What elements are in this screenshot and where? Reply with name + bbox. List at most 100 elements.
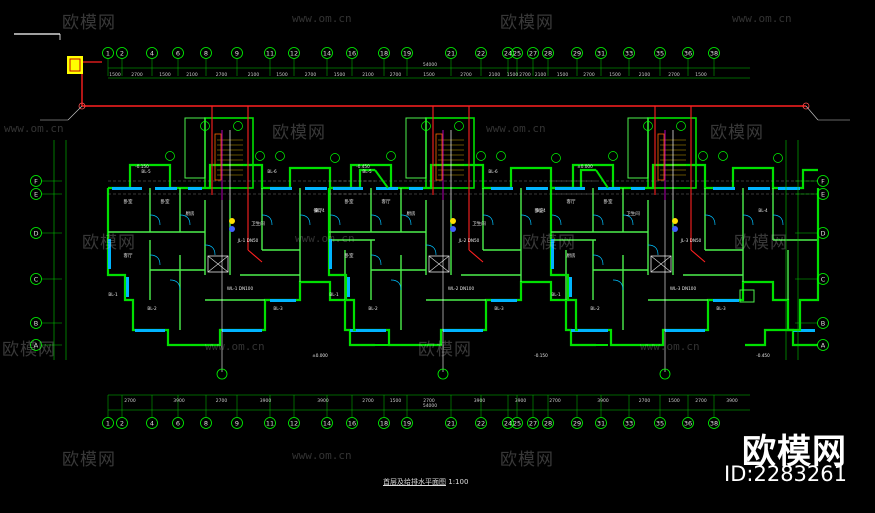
- dim-text-bottom: 1500: [390, 398, 402, 404]
- door-swing: [592, 214, 604, 226]
- pipe-leader: [67, 105, 83, 121]
- grid-bubble-top: [542, 47, 554, 59]
- pipe-tag-bubble: [165, 151, 175, 161]
- grid-bubble-bottom: [321, 417, 333, 429]
- grid-label-top: 12: [290, 50, 298, 58]
- pipe-tag-bubble: [275, 151, 285, 161]
- pipe-note: JL-3 DN50: [680, 238, 702, 243]
- grid-bubble-bottom: [623, 417, 635, 429]
- window-label: BL-3: [716, 306, 726, 311]
- watermark-url: www.om.cn: [732, 12, 792, 25]
- grid-bubble-bottom: [401, 417, 413, 429]
- pipe-tag-bubble: [496, 151, 506, 161]
- watermark-url: www.om.cn: [486, 122, 546, 135]
- grid-bubble-bottom: [102, 417, 114, 429]
- dim-text-top: 2100: [362, 72, 374, 78]
- grid-bubble-bottom: [146, 417, 158, 429]
- window: [555, 187, 585, 190]
- elevation-mark: -0.150: [135, 164, 149, 169]
- window-label: BL-1: [329, 292, 339, 297]
- door-swing: [204, 244, 216, 256]
- balcony-box: [739, 289, 755, 303]
- dim-text-top: 1500: [695, 72, 707, 78]
- grid-label-bottom: 38: [710, 420, 718, 428]
- door-swing: [704, 214, 716, 226]
- building-unit: [106, 106, 375, 380]
- fixture-node: [672, 218, 678, 224]
- room-label: 厨房: [567, 252, 576, 259]
- dim-text-bottom: 2700: [362, 398, 374, 404]
- pipe-tag-bubble: [643, 121, 653, 131]
- grid-label-top: 25: [513, 50, 521, 58]
- lift-box: [207, 255, 229, 273]
- room-label: 厨房: [407, 210, 416, 217]
- dim-text-bottom: 2700: [549, 398, 561, 404]
- window-label: BL-3: [494, 306, 504, 311]
- grid-bubble-top: [511, 47, 523, 59]
- window: [188, 187, 202, 190]
- grid-label-bottom: 4: [150, 420, 154, 428]
- door-swing: [329, 214, 341, 226]
- grid-bubble-bottom: [595, 417, 607, 429]
- door-swing: [592, 254, 604, 266]
- pipe-tag-bubble: [233, 121, 243, 131]
- grid-bubble-top: [654, 47, 666, 59]
- grid-bubble-bottom: [200, 417, 212, 429]
- grid-bubble-bottom: [502, 417, 514, 429]
- grid-label-top: 29: [573, 50, 581, 58]
- room-label: 餐厅: [314, 207, 323, 214]
- meter-box-inner: [69, 58, 81, 72]
- inspection-well: [216, 368, 228, 380]
- stair-side: [627, 117, 649, 179]
- pipe-node: [78, 102, 86, 110]
- room-label: 卧室: [124, 198, 133, 205]
- pipe-leader: [805, 105, 819, 121]
- room-label: 卫生间: [626, 210, 640, 217]
- dim-text-top: 1500: [276, 72, 288, 78]
- watermark-url: www.om.cn: [295, 232, 355, 245]
- window-label: BL-6: [488, 169, 498, 174]
- window: [270, 299, 296, 302]
- dim-text-top: 2100: [186, 72, 198, 78]
- dim-text-top: 2700: [216, 72, 228, 78]
- door-swing: [612, 279, 624, 291]
- grid-bubble-top: [200, 47, 212, 59]
- dim-total-top: 54000: [423, 62, 437, 68]
- grid-row-label-left: F: [34, 178, 38, 186]
- dim-text-top: 2100: [489, 72, 501, 78]
- window-label: BL-4: [758, 208, 768, 213]
- window: [155, 187, 177, 190]
- grid-label-top: 11: [266, 50, 274, 58]
- grid-row-label-right: F: [821, 178, 825, 186]
- grid-label-bottom: 28: [544, 420, 552, 428]
- window-label: BL-5: [362, 169, 372, 174]
- east-wall: [745, 188, 820, 347]
- watermark-brand: 欧模网: [2, 340, 56, 360]
- grid-label-top: 16: [348, 50, 356, 58]
- grid-row-bubble-left: [30, 339, 42, 351]
- grid-row-bubble-right: [817, 175, 829, 187]
- stair-railing: [435, 133, 443, 181]
- watermark-url: www.om.cn: [205, 340, 265, 353]
- door-swing: [425, 244, 437, 256]
- window: [376, 187, 398, 190]
- window-label: BL-2: [147, 306, 157, 311]
- exterior-wall: [327, 188, 596, 347]
- grid-bubble-bottom: [346, 417, 358, 429]
- grid-bubble-bottom: [231, 417, 243, 429]
- window: [665, 329, 705, 332]
- dim-text-top: 2100: [639, 72, 651, 78]
- grid-bubble-top: [231, 47, 243, 59]
- axis-grid: 1122446688991111121214141616181819192121…: [30, 47, 829, 429]
- window: [329, 239, 332, 269]
- fixture-node: [672, 226, 678, 232]
- pipe-tag-bubble: [676, 121, 686, 131]
- window: [347, 277, 350, 297]
- elevation-mark: ±0.000: [577, 164, 593, 169]
- dim-text-top: 2100: [248, 72, 260, 78]
- grid-row-label-right: C: [821, 276, 826, 284]
- pipe-tag-bubble: [330, 153, 340, 163]
